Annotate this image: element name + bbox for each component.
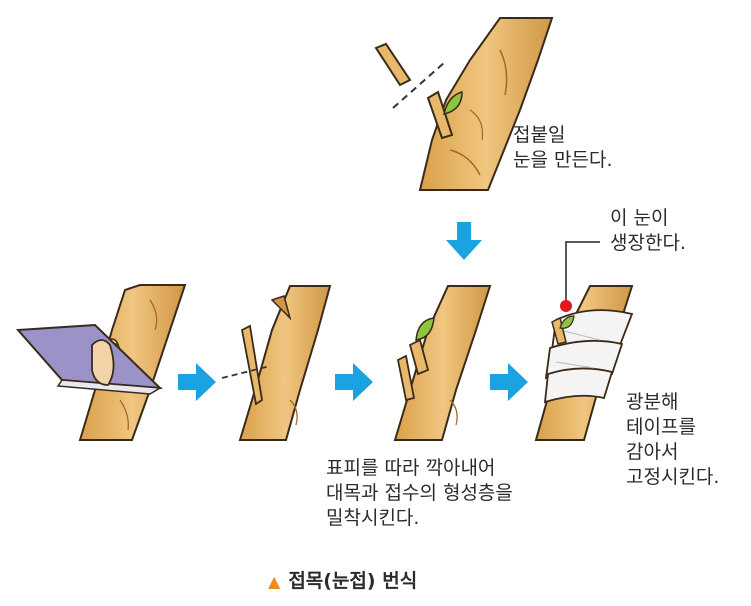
label-line: 접붙일 — [513, 124, 566, 146]
leaf-icon — [443, 91, 463, 115]
bud-callout-marker — [560, 241, 600, 312]
leaf-icon — [559, 315, 575, 329]
label-line: 생장한다. — [610, 232, 686, 254]
label-cambium: 표피를 따라 깍아내어 대목과 접수의 형성층을 밀착시킨다. — [326, 456, 513, 531]
taped-bud — [551, 315, 575, 345]
label-bud-grows: 이 눈이 생장한다. — [610, 206, 686, 256]
label-line: 대목과 접수의 형성층을 — [326, 482, 513, 504]
scion-bud — [426, 90, 463, 140]
leaf-icon — [415, 317, 435, 341]
rootstock-stage-2 — [221, 285, 332, 441]
grafting-knife-icon — [15, 323, 163, 395]
right-arrow-icon — [335, 363, 373, 401]
label-line: 눈을 만든다. — [513, 149, 613, 171]
label-line: 표피를 따라 깍아내어 — [326, 457, 496, 479]
label-line: 테이프를 — [626, 416, 696, 438]
down-arrow-icon — [446, 222, 482, 260]
right-arrow-icon — [490, 363, 528, 401]
label-make-bud: 접붙일 눈을 만든다. — [513, 123, 612, 173]
caption-text: 접목(눈접) 번식 — [288, 570, 418, 592]
label-line: 광분해 — [626, 391, 679, 413]
figure-caption: ▲ 접목(눈접) 번식 — [268, 566, 417, 593]
label-line: 이 눈이 — [610, 207, 669, 229]
label-line: 밀착시킨다. — [326, 507, 420, 529]
label-line: 감아서 — [626, 441, 679, 463]
right-arrow-icon — [178, 363, 216, 401]
rootstock-stage-3 — [393, 285, 492, 441]
triangle-marker-icon: ▲ — [268, 572, 281, 591]
detached-scion-piece — [374, 42, 412, 87]
label-line: 고정시킨다. — [626, 466, 720, 488]
label-tape: 광분해 테이프를 감아서 고정시킨다. — [626, 390, 719, 490]
